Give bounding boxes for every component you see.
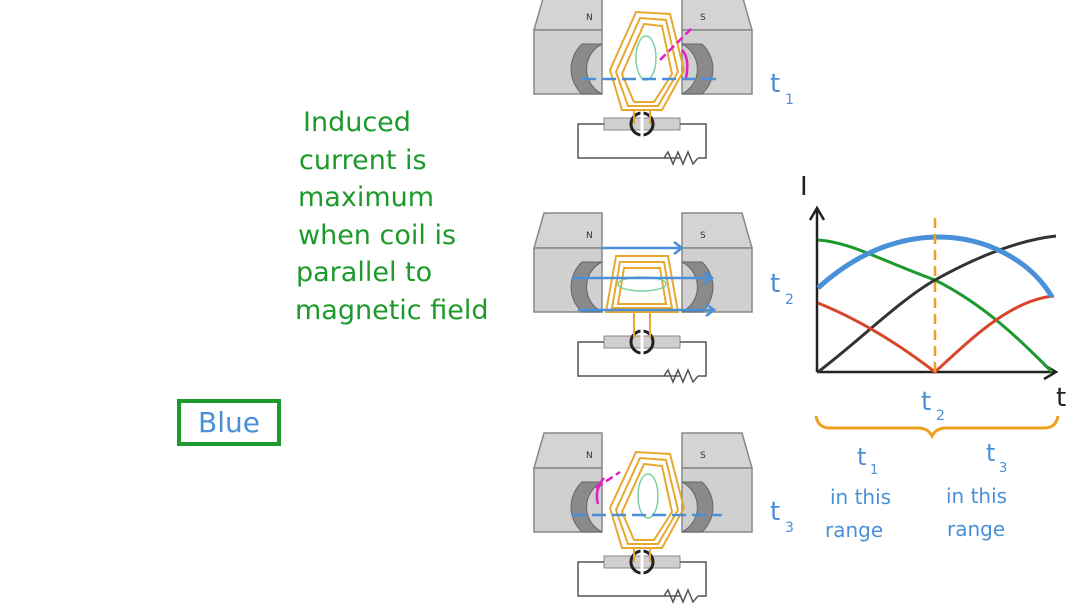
induced-current-note: Induced current is maximum when coil is … bbox=[295, 104, 489, 329]
field-arrows bbox=[572, 241, 717, 317]
answer-box: Blue bbox=[177, 399, 281, 446]
t2-marker-sub: 2 bbox=[936, 408, 945, 424]
pole-s-label: S bbox=[700, 13, 706, 23]
range2-line2: in this bbox=[946, 484, 1007, 508]
range-braces bbox=[814, 415, 1060, 440]
generator-t1: N S bbox=[533, 0, 753, 166]
time-sub-t3: 3 bbox=[785, 520, 794, 536]
note-line: Induced bbox=[303, 107, 411, 138]
coil bbox=[608, 10, 686, 124]
pole-s-label: S bbox=[700, 231, 706, 241]
note-line: parallel to bbox=[296, 257, 433, 288]
time-label-t3: t bbox=[770, 497, 780, 527]
y-axis-label: I bbox=[800, 172, 808, 202]
pole-s-label: S bbox=[700, 451, 706, 461]
time-label-t1: t bbox=[770, 69, 780, 99]
range1-line2: in this bbox=[830, 485, 891, 509]
coil bbox=[608, 450, 686, 562]
range2-label: t bbox=[986, 439, 995, 467]
range1-label: t bbox=[857, 443, 866, 471]
generator-t3: N S bbox=[533, 432, 753, 604]
range1-line3: range bbox=[825, 518, 883, 542]
time-sub-t2: 2 bbox=[785, 292, 794, 308]
coil bbox=[604, 255, 680, 338]
black-curve bbox=[817, 234, 1057, 374]
note-line: maximum bbox=[298, 182, 435, 213]
answer-label: Blue bbox=[198, 406, 260, 439]
range1-sub: 1 bbox=[870, 463, 878, 478]
note-line: current is bbox=[299, 144, 427, 176]
pole-n-label: N bbox=[586, 451, 593, 461]
range2-sub: 3 bbox=[999, 461, 1007, 476]
x-axis-label: t bbox=[1056, 383, 1066, 413]
range2-line3: range bbox=[947, 517, 1005, 541]
generator-t2: N S bbox=[533, 212, 753, 384]
note-line: when coil is bbox=[298, 219, 457, 251]
t2-marker-label: t bbox=[921, 387, 931, 417]
time-sub-t1: 1 bbox=[785, 92, 794, 108]
current-graph: I t t 2 t 1 in this range t 3 in this ra… bbox=[800, 172, 1066, 542]
time-label-t2: t bbox=[770, 269, 780, 299]
pole-n-label: N bbox=[586, 231, 593, 241]
pole-n-label: N bbox=[586, 13, 593, 23]
note-line: magnetic field bbox=[295, 294, 489, 326]
